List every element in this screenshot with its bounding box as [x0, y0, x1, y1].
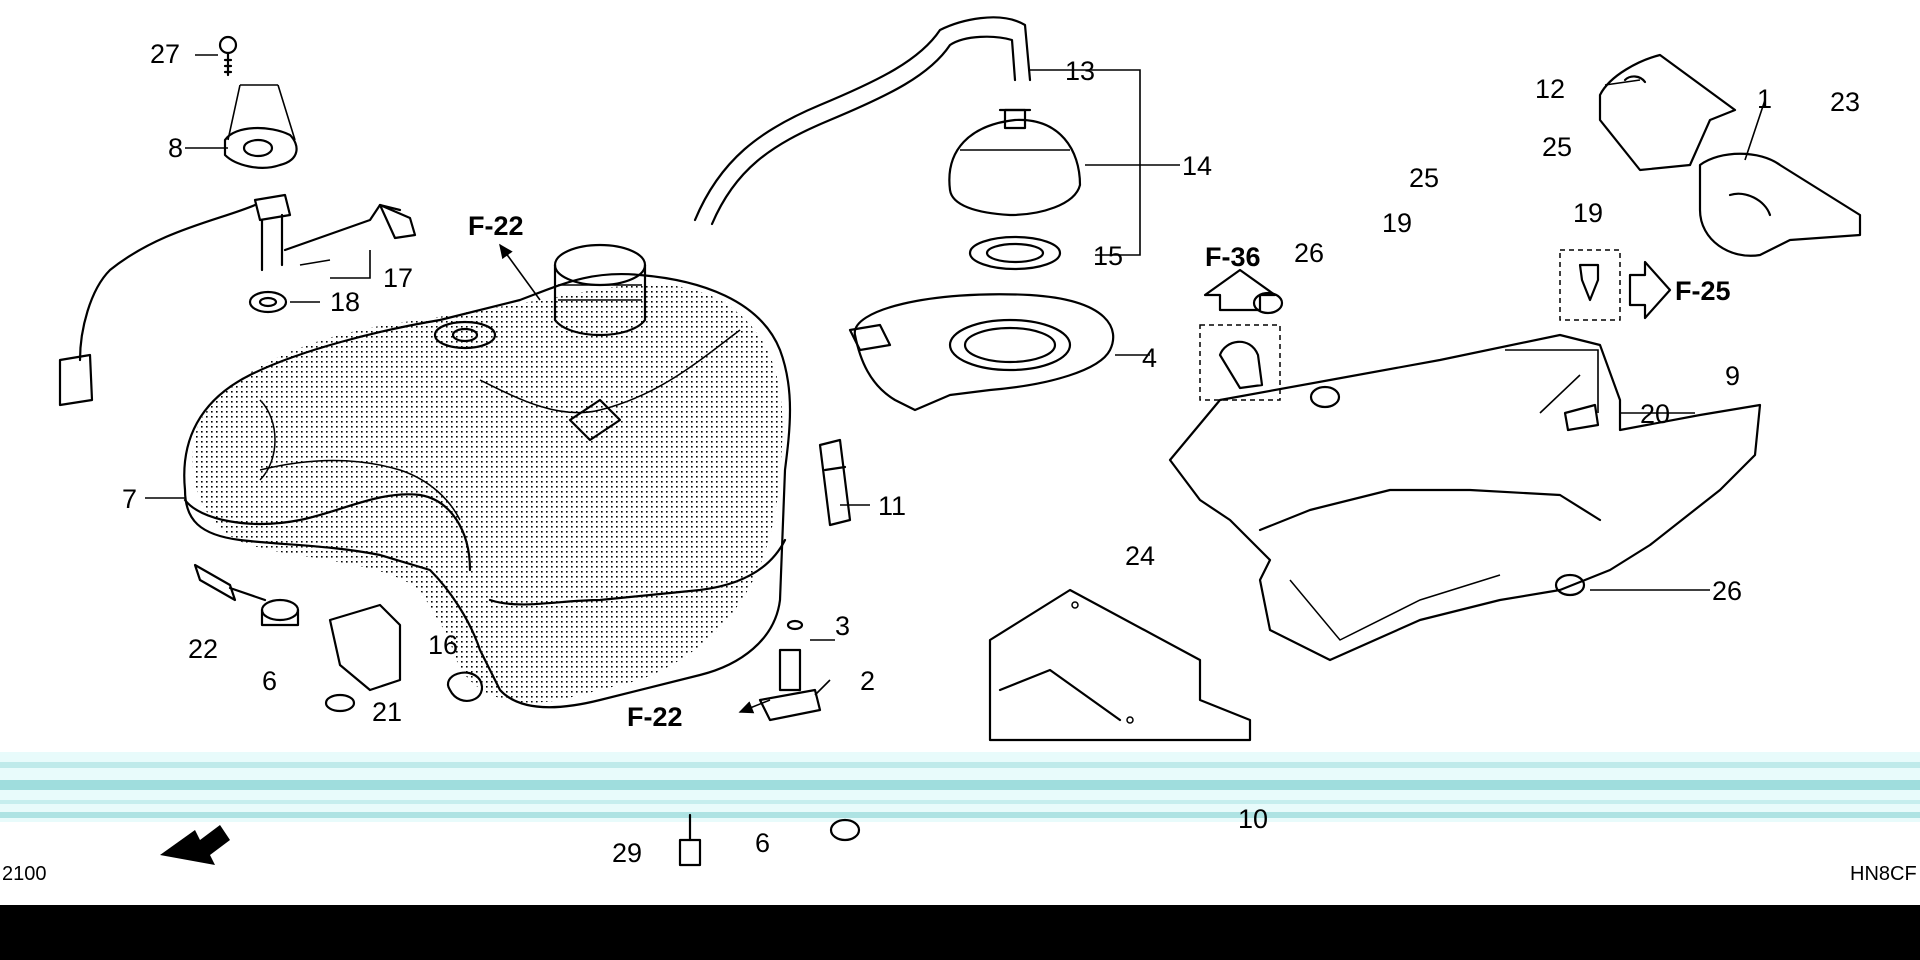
part-number: 18 [330, 287, 360, 317]
part-number-labels: 27 8 17 18 7 13 14 15 4 11 24 3 2 16 22 … [122, 39, 1860, 868]
part-number: 9 [1725, 361, 1740, 391]
figure-code-left: 2100 [2, 863, 47, 885]
fuel-box [1698, 152, 1862, 257]
front-arrow-icon [160, 825, 230, 865]
part-number: 12 [1535, 74, 1565, 104]
part-number: 25 [1409, 163, 1439, 193]
bottom-bar [0, 905, 1920, 960]
fuel-pump-assembly [58, 35, 417, 407]
section-ref-f25: F-25 [1675, 276, 1731, 306]
part-number: 8 [168, 133, 183, 163]
part-number: 24 [1125, 541, 1155, 571]
part-number: 7 [122, 484, 137, 514]
section-ref-f22-bottom: F-22 [627, 702, 683, 732]
part-number: 15 [1093, 241, 1123, 271]
part-number: 21 [372, 697, 402, 727]
breather-hose [693, 16, 1032, 226]
f36-up-arrow [1203, 268, 1277, 312]
part-number: 3 [835, 611, 850, 641]
part-number: 19 [1573, 198, 1603, 228]
cap-gasket [968, 235, 1062, 271]
section-ref-f22-top: F-22 [468, 211, 524, 241]
clip-detail [1559, 249, 1621, 321]
inner-fender [1168, 291, 1762, 662]
fuel-tank [183, 243, 792, 709]
filler-tray [848, 293, 1115, 412]
part-number: 2 [860, 666, 875, 696]
section-ref-f36: F-36 [1205, 242, 1261, 272]
clamp-detail [1199, 324, 1281, 401]
part-number: 26 [1712, 576, 1742, 606]
part-number: 6 [755, 828, 770, 858]
tank-strap [818, 438, 852, 527]
part-number: 25 [1542, 132, 1572, 162]
part-number: 14 [1182, 151, 1212, 181]
fuel-cap [948, 108, 1082, 217]
part-number: 13 [1065, 56, 1095, 86]
under-plate [988, 588, 1252, 742]
part-number: 29 [612, 838, 642, 868]
part-number: 16 [428, 630, 458, 660]
f22-arrow-bottom [738, 699, 771, 714]
part-number: 27 [150, 39, 180, 69]
scan-noise-band [0, 752, 1920, 822]
part-number: 23 [1830, 87, 1860, 117]
section-reference-labels: F-22 F-22 F-36 F-25 [468, 211, 1731, 732]
part-number: 19 [1382, 208, 1412, 238]
fuel-gauge-sender [758, 619, 822, 722]
f25-right-arrow [1628, 260, 1672, 320]
part-number: 1 [1757, 84, 1772, 114]
lower-hardware [193, 563, 484, 713]
corner-codes: 2100 HN8CF [2, 863, 1917, 885]
part-number: 10 [1238, 804, 1268, 834]
figure-code-right: HN8CF [1850, 863, 1917, 885]
part-number: 22 [188, 634, 218, 664]
part-number: 6 [262, 666, 277, 696]
part-number: 20 [1640, 399, 1670, 429]
part-number: 17 [383, 263, 413, 293]
upper-bracket [1598, 53, 1737, 172]
leader-lines [145, 54, 1766, 696]
part-number: 26 [1294, 238, 1324, 268]
f22-arrow-top [499, 243, 541, 301]
part-number: 11 [878, 491, 906, 521]
bottom-bolts [678, 813, 861, 867]
part-number: 4 [1142, 343, 1157, 373]
